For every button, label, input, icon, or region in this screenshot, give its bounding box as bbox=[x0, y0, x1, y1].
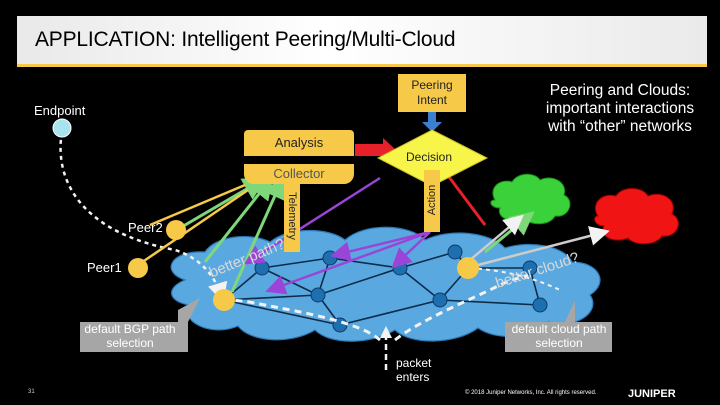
peering-intent-label: Peering Intent bbox=[411, 78, 453, 107]
title-banner: APPLICATION: Intelligent Peering/Multi-C… bbox=[17, 16, 707, 67]
default-bgp-callout bbox=[80, 298, 200, 352]
action-label: Action bbox=[426, 184, 438, 216]
packet-path-cloud bbox=[394, 273, 529, 342]
analysis-box[interactable]: Analysis bbox=[244, 130, 354, 156]
endpoint-node[interactable] bbox=[52, 118, 72, 138]
red-cloud bbox=[594, 188, 679, 245]
peering-intent-box[interactable]: Peering Intent bbox=[398, 74, 466, 112]
default-cloud-label: default cloud path selection bbox=[511, 322, 607, 350]
cloud-arrows bbox=[469, 214, 610, 267]
peer2-node[interactable] bbox=[166, 220, 186, 240]
telemetry-bar: Telemetry bbox=[284, 184, 300, 252]
bgp-entry-node[interactable] bbox=[213, 289, 235, 311]
telemetry-label: Telemetry bbox=[286, 192, 298, 240]
copyright: © 2018 Juniper Networks, Inc. All rights… bbox=[465, 390, 597, 396]
peering-clouds-callout: Peering and Clouds: important interactio… bbox=[545, 82, 695, 135]
page-title: APPLICATION: Intelligent Peering/Multi-C… bbox=[35, 28, 456, 51]
action-purple-arrows bbox=[243, 176, 431, 295]
packet-path bbox=[227, 298, 382, 342]
endpoint-label: Endpoint bbox=[34, 103, 86, 118]
packet-enters-arrowhead bbox=[380, 326, 392, 338]
endpoint-path bbox=[59, 131, 228, 303]
peer1-label: Peer1 bbox=[87, 260, 122, 275]
analysis-label: Analysis bbox=[274, 135, 324, 150]
peer1-node[interactable] bbox=[128, 258, 148, 278]
collector-label: Collector bbox=[273, 166, 325, 181]
default-cloud-callout bbox=[505, 300, 612, 352]
action-bar: Action bbox=[424, 170, 440, 232]
cloud-entry-node[interactable] bbox=[457, 257, 479, 279]
packet-enters-label: packet enters bbox=[396, 356, 432, 384]
collector-box[interactable]: Collector bbox=[244, 164, 354, 184]
decision-label: Decision bbox=[406, 150, 453, 164]
default-bgp-label: default BGP path selection bbox=[84, 322, 176, 350]
cloud-path-dashed bbox=[469, 267, 561, 291]
juniper-logo: JUNIPER bbox=[628, 388, 676, 400]
peer2-label: Peer2 bbox=[128, 220, 163, 235]
intent-down-arrow bbox=[422, 110, 442, 132]
peer-links bbox=[137, 183, 249, 267]
page-number: 31 bbox=[28, 389, 35, 395]
